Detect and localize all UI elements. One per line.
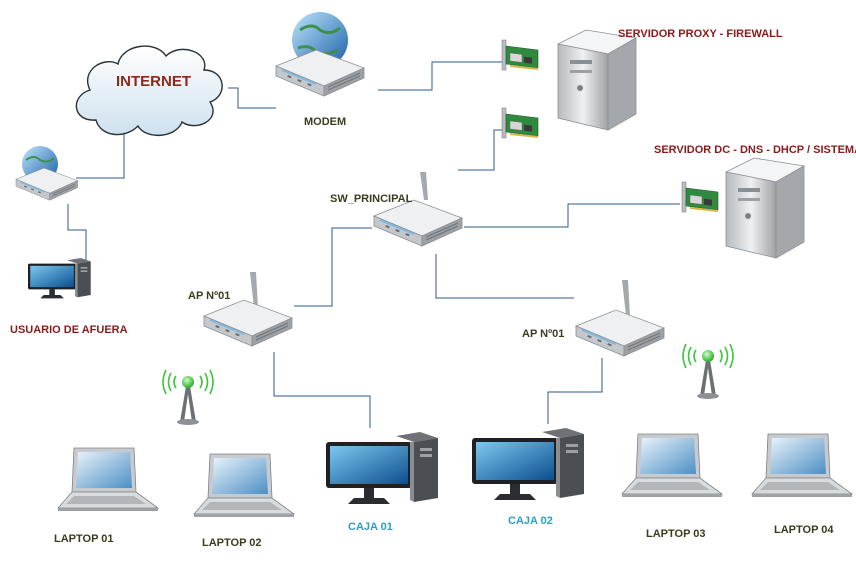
laptop-01: LAPTOP 01 bbox=[54, 447, 159, 545]
outside-user: USUARIO DE AFUERA bbox=[10, 258, 128, 336]
cloud-icon bbox=[75, 45, 223, 136]
ap-right-label: AP Nº01 bbox=[522, 328, 564, 340]
access-point-icon bbox=[575, 309, 665, 357]
link-apleft-caja01 bbox=[273, 352, 371, 428]
server-icon bbox=[557, 29, 637, 131]
modem-label: MODEM bbox=[304, 116, 346, 128]
laptop04-label: LAPTOP 04 bbox=[774, 524, 834, 536]
outside-router bbox=[15, 146, 79, 201]
access-point-icon bbox=[203, 299, 293, 347]
server-icon bbox=[725, 157, 805, 259]
link-switch-apleft bbox=[294, 227, 372, 307]
laptop-03: LAPTOP 03 bbox=[621, 433, 723, 540]
link-internet-router bbox=[76, 130, 125, 179]
modem-device: MODEM bbox=[275, 12, 365, 128]
desktop-icon bbox=[472, 428, 584, 500]
antenna-stub-icon bbox=[420, 172, 428, 200]
caja01-label: CAJA 01 bbox=[348, 521, 393, 533]
network-card-icon bbox=[501, 39, 539, 71]
desktop-icon bbox=[28, 258, 91, 299]
outside-user-label: USUARIO DE AFUERA bbox=[10, 324, 128, 336]
proxy-server: SERVIDOR PROXY - FIREWALL bbox=[501, 28, 783, 139]
link-router-outsideuser bbox=[67, 204, 87, 262]
link-switch-proxy bbox=[458, 129, 504, 171]
link-modem-proxy bbox=[378, 61, 504, 91]
laptop-02: LAPTOP 02 bbox=[193, 453, 295, 549]
laptop02-label: LAPTOP 02 bbox=[202, 537, 262, 549]
link-internet-modem bbox=[228, 87, 276, 109]
caja02-label: CAJA 02 bbox=[508, 515, 553, 527]
ap-left-label: AP Nº01 bbox=[188, 290, 230, 302]
link-switch-apright bbox=[435, 254, 574, 299]
laptop01-label: LAPTOP 01 bbox=[54, 533, 114, 545]
caja-01: CAJA 01 bbox=[326, 432, 438, 533]
proxy-server-label: SERVIDOR PROXY - FIREWALL bbox=[618, 28, 783, 40]
main-switch: SW_PRINCIPAL bbox=[330, 172, 463, 247]
desktop-icon bbox=[326, 432, 438, 504]
wireless-antenna-icon bbox=[682, 343, 734, 400]
internet-label: INTERNET bbox=[116, 73, 191, 90]
link-apright-caja02 bbox=[547, 358, 603, 424]
internet-cloud: INTERNET bbox=[75, 45, 223, 136]
dc-server-label: SERVIDOR DC - DNS - DHCP / SISTEMA bbox=[654, 144, 856, 156]
switch-icon bbox=[373, 199, 463, 247]
switch-label: SW_PRINCIPAL bbox=[330, 193, 413, 205]
connection-lines bbox=[67, 61, 680, 428]
wireless-antenna-icon bbox=[162, 369, 214, 426]
link-switch-dc bbox=[464, 203, 680, 228]
caja-02: CAJA 02 bbox=[472, 428, 584, 527]
laptop03-label: LAPTOP 03 bbox=[646, 528, 706, 540]
laptop-icon bbox=[57, 447, 159, 512]
modem-icon bbox=[275, 49, 365, 97]
dc-server: SERVIDOR DC - DNS - DHCP / SISTEMA bbox=[654, 144, 856, 259]
laptop-icon bbox=[621, 433, 723, 498]
laptop-icon bbox=[751, 433, 853, 498]
access-point-right: AP Nº01 bbox=[522, 280, 665, 357]
laptop-04: LAPTOP 04 bbox=[751, 433, 853, 536]
network-card-icon bbox=[681, 181, 719, 213]
network-card-icon bbox=[501, 107, 539, 139]
laptop-icon bbox=[193, 453, 295, 518]
access-point-left: AP Nº01 bbox=[188, 272, 293, 347]
